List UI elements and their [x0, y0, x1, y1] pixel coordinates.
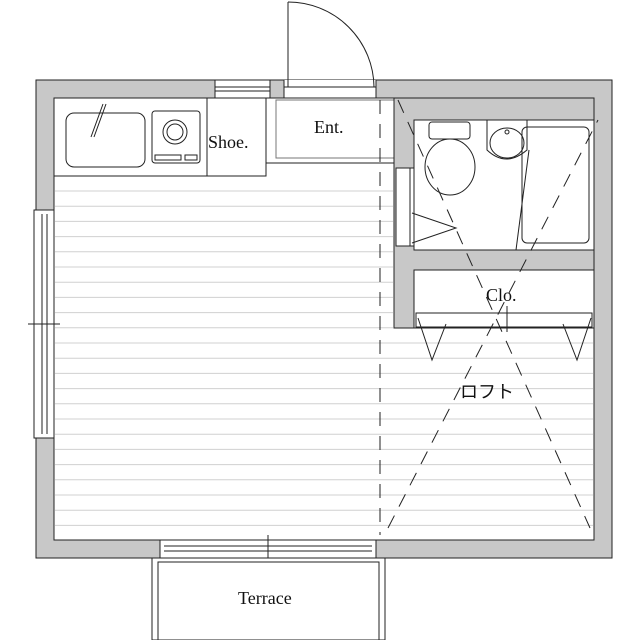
loft-outline	[379, 99, 599, 535]
entrance-area	[265, 97, 397, 164]
left-window	[28, 209, 60, 439]
terrace	[151, 557, 386, 640]
shoe-cabinet	[206, 97, 267, 177]
loft-label: ロフト	[460, 382, 514, 402]
faucet-icon	[90, 103, 107, 138]
terrace-label: Terrace	[238, 588, 292, 608]
entrance-label: Ent.	[314, 117, 344, 137]
bathtub-icon	[521, 126, 590, 244]
closet	[413, 269, 595, 362]
kitchen-counter	[53, 97, 208, 177]
entrance-door	[283, 1, 377, 98]
stove-icon	[151, 110, 201, 164]
floor-stripes	[55, 190, 593, 526]
washbasin-icon	[486, 120, 528, 160]
top-window	[214, 79, 271, 99]
sink-icon	[65, 112, 146, 168]
shoe-label: Shoe.	[208, 132, 249, 152]
closet-label: Clo.	[486, 285, 517, 305]
terrace-door	[159, 535, 377, 562]
toilet-icon	[424, 138, 476, 196]
